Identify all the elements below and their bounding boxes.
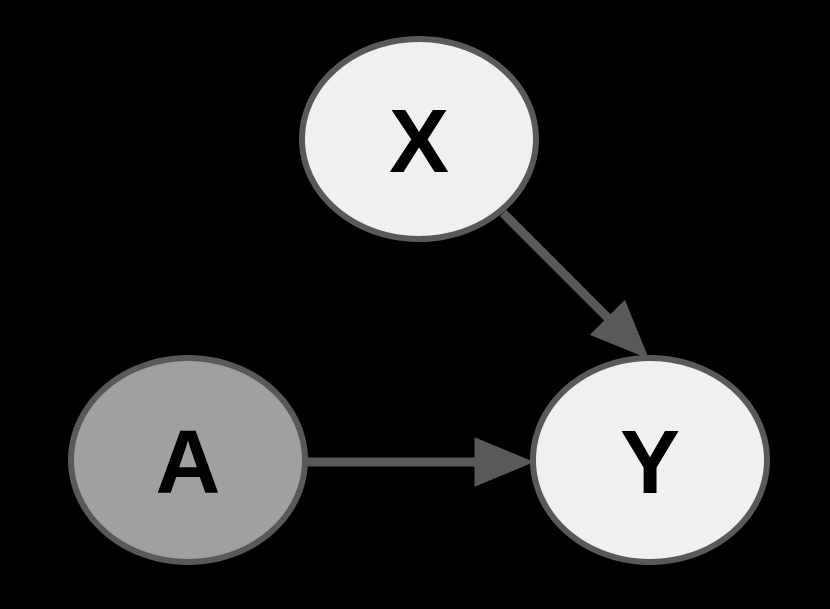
node-a-ellipse bbox=[68, 355, 308, 565]
node-a: A bbox=[68, 355, 308, 565]
edge-a-to-y bbox=[303, 437, 535, 487]
node-x-ellipse bbox=[299, 36, 539, 242]
node-x-label: X bbox=[389, 92, 449, 192]
node-x: X bbox=[299, 36, 539, 242]
node-y-label: Y bbox=[620, 413, 680, 513]
edge-x-to-y bbox=[499, 209, 649, 359]
edge-x-to-y-arrowhead bbox=[589, 299, 649, 359]
node-y-ellipse bbox=[530, 355, 770, 565]
edge-a-to-y-arrowhead bbox=[474, 437, 535, 487]
node-y: Y bbox=[530, 355, 770, 565]
edge-x-to-y-line bbox=[499, 209, 615, 325]
node-a-label: A bbox=[156, 413, 221, 513]
